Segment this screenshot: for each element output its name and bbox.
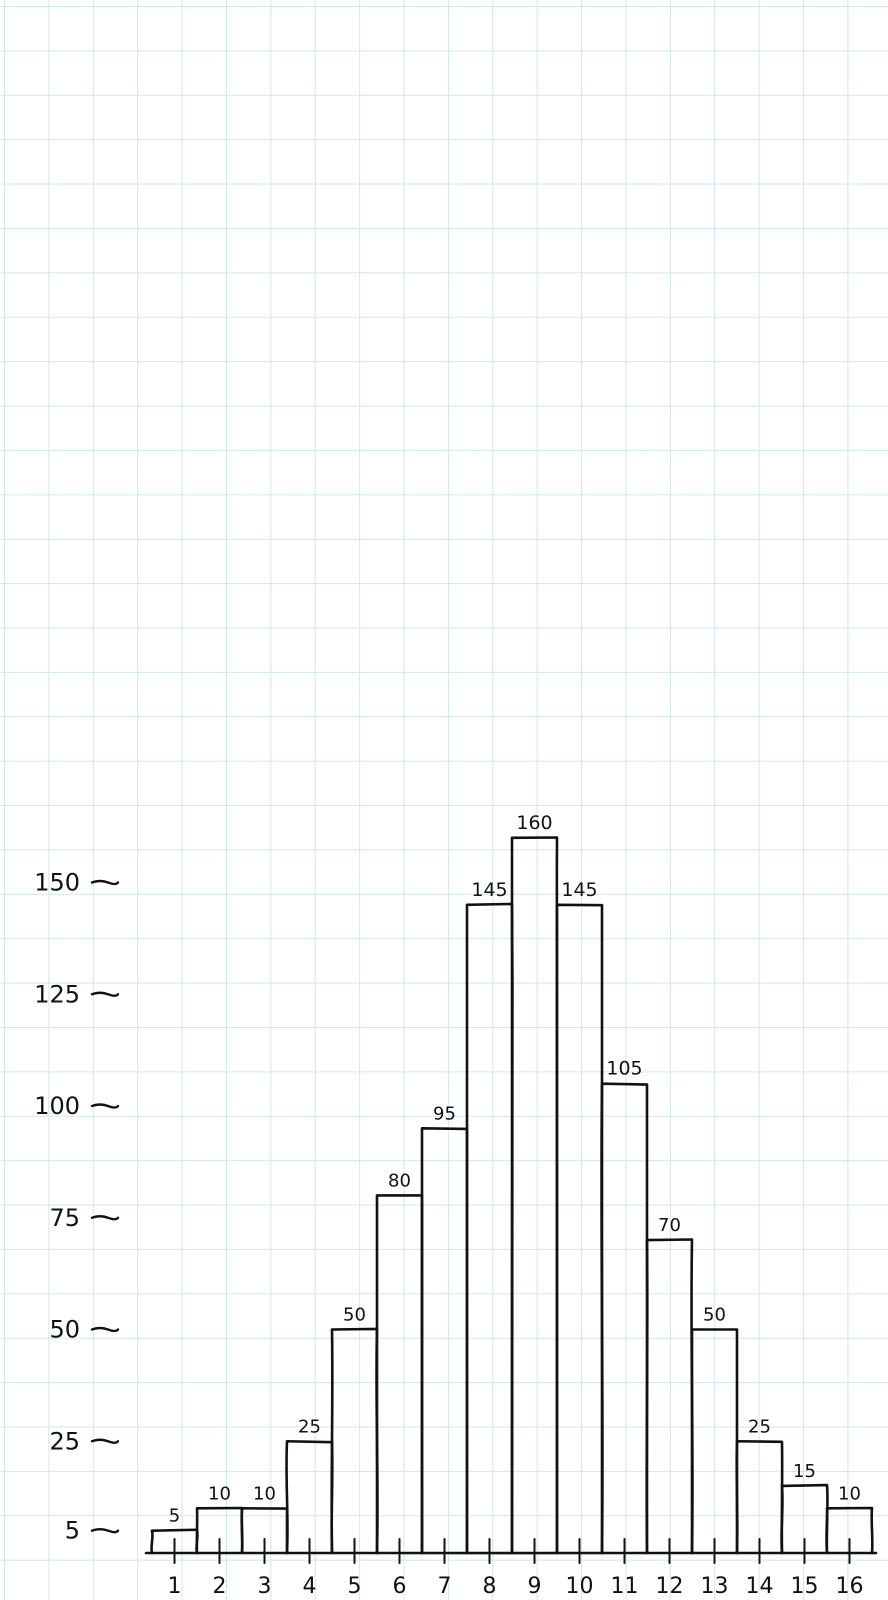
data-labels: 5 10 10 25 50 80 95 145 160 145 105 70 50 25 15 10: [169, 812, 861, 1527]
y-tick-label-5: 5: [65, 1517, 80, 1545]
bars: [150, 836, 874, 1555]
data-label-2: 10: [208, 1483, 231, 1504]
x-tick-label-15: 15: [791, 1574, 819, 1599]
x-tick-label-8: 8: [483, 1574, 497, 1599]
y-tick-75: [90, 1215, 120, 1221]
bar-11: [600, 1082, 649, 1555]
data-label-16: 10: [838, 1483, 861, 1504]
x-tick-label-5: 5: [348, 1574, 362, 1599]
data-label-10: 145: [561, 879, 597, 901]
y-tick-150: [90, 879, 120, 886]
y-tick-125: [90, 991, 120, 997]
y-tick-label-150: 150: [34, 869, 80, 897]
data-label-6: 80: [388, 1170, 411, 1191]
data-label-14: 25: [748, 1416, 771, 1437]
x-tick-label-14: 14: [746, 1574, 774, 1599]
data-label-15: 15: [793, 1461, 816, 1482]
x-tick-label-9: 9: [528, 1574, 542, 1599]
y-tick-label-50: 50: [49, 1316, 80, 1344]
bar-5: [330, 1327, 379, 1555]
bar-13: [690, 1328, 739, 1555]
x-tick-label-2: 2: [213, 1574, 227, 1599]
bar-12: [645, 1238, 694, 1555]
bar-16: [825, 1506, 874, 1555]
x-tick-label-16: 16: [836, 1574, 864, 1599]
y-tick-100: [90, 1103, 120, 1109]
data-label-7: 95: [433, 1103, 456, 1124]
x-tick-label-13: 13: [701, 1574, 729, 1599]
y-tick-label-125: 125: [34, 980, 80, 1008]
data-label-4: 25: [298, 1416, 321, 1437]
data-label-9: 160: [516, 812, 552, 834]
y-axis: 5 25 50 75 100 125 150: [34, 869, 120, 1545]
y-tick-5: [90, 1527, 120, 1534]
y-tick-label-75: 75: [49, 1204, 80, 1232]
bar-10: [555, 903, 604, 1555]
x-tick-label-10: 10: [566, 1574, 594, 1599]
bar-6: [375, 1194, 424, 1555]
x-tick-label-12: 12: [656, 1574, 684, 1599]
data-label-3: 10: [253, 1483, 276, 1504]
y-tick-50: [90, 1326, 120, 1333]
data-label-12: 70: [658, 1215, 681, 1236]
x-tick-label-4: 4: [303, 1574, 317, 1599]
y-tick-label-100: 100: [34, 1092, 80, 1120]
y-tick-25: [90, 1438, 120, 1444]
x-tick-label-3: 3: [258, 1574, 272, 1599]
data-label-1: 5: [169, 1506, 180, 1527]
data-label-13: 50: [703, 1305, 726, 1326]
y-tick-label-25: 25: [49, 1427, 80, 1455]
x-tick-label-11: 11: [611, 1574, 639, 1599]
bar-9: [510, 836, 559, 1555]
data-label-5: 50: [343, 1305, 366, 1326]
data-label-11: 105: [606, 1058, 642, 1080]
bar-7: [420, 1127, 469, 1555]
x-tick-label-1: 1: [168, 1574, 182, 1599]
bar-14: [735, 1439, 784, 1555]
x-tick-label-7: 7: [438, 1574, 452, 1599]
data-label-8: 145: [471, 879, 507, 901]
bar-4: [285, 1439, 334, 1555]
x-axis-baseline: [144, 1551, 878, 1555]
x-tick-label-6: 6: [393, 1574, 407, 1599]
bar-8: [465, 902, 514, 1555]
